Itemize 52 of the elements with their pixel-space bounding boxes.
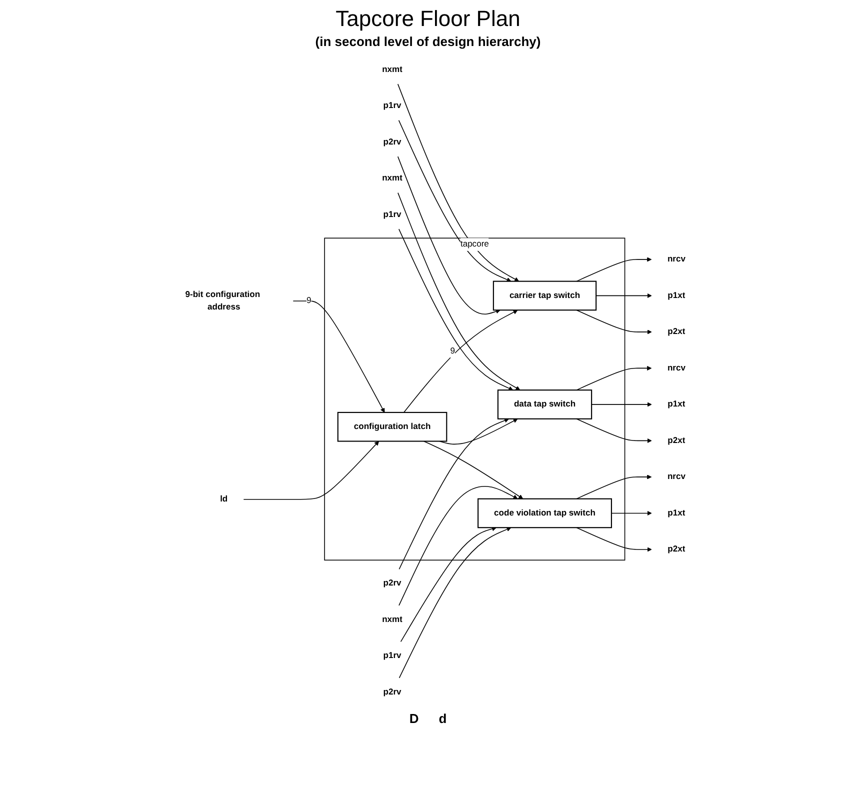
arrow <box>398 418 510 570</box>
node-box: configuration latch <box>337 412 448 442</box>
arrow <box>398 120 512 282</box>
node-text: nxmt <box>382 615 402 624</box>
arrow <box>576 257 652 282</box>
node-text: nrcv <box>667 254 686 264</box>
arrow <box>591 402 652 407</box>
node-text: p1xt <box>668 508 686 518</box>
arrow <box>400 526 497 642</box>
node-text: p1rv <box>383 101 402 110</box>
node-text: nrcv <box>667 472 686 482</box>
arrow <box>596 293 652 298</box>
arrow <box>576 366 652 390</box>
node-text: p1rv <box>383 651 402 660</box>
node-text: ld <box>220 494 228 504</box>
arrow <box>576 474 652 500</box>
node-text: p2rv <box>383 688 402 697</box>
edge-label: 9 <box>450 346 456 356</box>
node-text: p2rv <box>383 137 402 146</box>
arrow <box>243 441 380 500</box>
node-box: code violation tap switch <box>478 498 612 528</box>
node-text: p1xt <box>668 290 686 300</box>
node-box: carrier tap switch <box>492 280 597 311</box>
arrow <box>576 527 652 552</box>
node-box: data tap switch <box>497 390 592 420</box>
pin-label: d <box>438 711 447 726</box>
node-text: p2xt <box>668 327 686 336</box>
node-text: p2xt <box>668 544 686 554</box>
arrow <box>398 192 520 390</box>
arrow <box>403 310 518 413</box>
arrow <box>397 156 500 314</box>
diagram-subtitle: (in second level of design hierarchy) <box>315 34 541 49</box>
arrow <box>398 228 514 390</box>
pin-label: D <box>409 711 419 726</box>
node-text: nxmt <box>382 64 402 74</box>
arrow <box>398 527 512 678</box>
arrow <box>398 486 518 606</box>
node-text: p1rv <box>383 210 402 219</box>
node-text: p2xt <box>668 436 686 445</box>
node-text: nrcv <box>667 363 686 372</box>
edge-label: 9 <box>306 296 312 306</box>
node-text: p2rv <box>383 578 402 588</box>
node-text: 9-bit configuration address <box>185 290 260 312</box>
arrow <box>423 440 524 500</box>
arrow <box>292 300 385 413</box>
diagram-title: Tapcore Floor Plan <box>336 6 520 32</box>
arrow <box>397 84 520 282</box>
arrow <box>576 418 652 444</box>
arrow <box>576 310 652 334</box>
node-text: nxmt <box>382 174 402 183</box>
node-text: p1xt <box>668 400 686 409</box>
arrow <box>611 510 652 516</box>
